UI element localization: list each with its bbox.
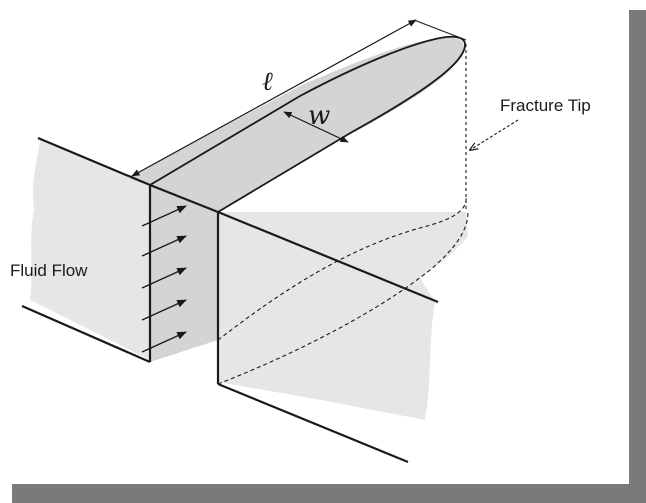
left-rock-bottom-edge [21, 304, 151, 364]
frame-shadow-right [629, 10, 646, 503]
fluid-flow-arrows [141, 205, 187, 353]
flow-arrow-3 [141, 267, 187, 289]
flow-arrow-1 [141, 205, 187, 227]
fracture-tip-leader [470, 119, 519, 150]
length-dimension-line [131, 19, 417, 177]
right-rock-bottom-edge [217, 382, 409, 464]
fluid-flow-label: Fluid Flow [10, 261, 88, 280]
right-rock-face-lower [218, 212, 435, 418]
fracture-front-face [150, 185, 218, 362]
left-rock-face [30, 140, 150, 360]
frame-shadow-bottom [12, 484, 646, 503]
hidden-fracture-lower-edge [217, 195, 467, 341]
length-label: ℓ [262, 67, 273, 97]
width-dimension-line [283, 111, 349, 143]
length-extension-right [413, 19, 467, 41]
mouth-top-edge [149, 183, 219, 214]
flow-arrow-2 [141, 235, 187, 257]
flow-arrow-4 [141, 299, 187, 321]
hidden-fracture-bottom [217, 211, 469, 385]
width-label: w [308, 101, 330, 131]
fracture-tip-label: Fracture Tip [500, 96, 591, 115]
fracture-top-surface [130, 37, 464, 212]
flow-arrow-5 [141, 331, 187, 353]
left-rock-top-edge [37, 136, 151, 187]
right-rock-top-edge [217, 210, 439, 304]
